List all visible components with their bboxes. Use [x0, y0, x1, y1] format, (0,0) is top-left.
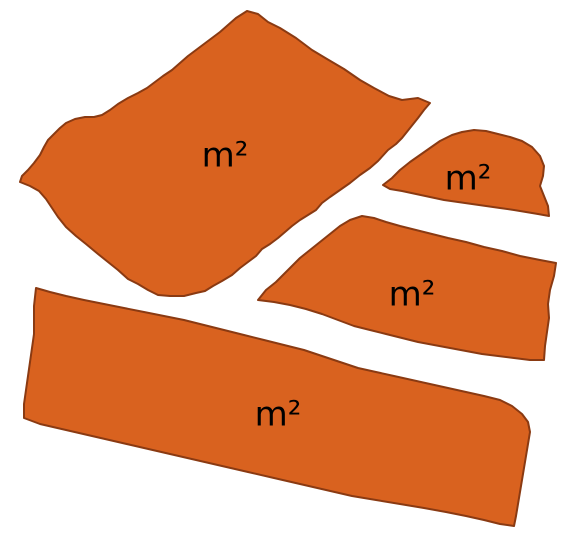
- piece-large-tilted-label: m²: [202, 136, 249, 176]
- piece-small-right-label: m²: [445, 159, 492, 199]
- piece-medium-right: m²: [258, 216, 556, 360]
- piece-long-bottom-label: m²: [255, 395, 302, 435]
- piece-medium-right-label: m²: [389, 275, 436, 315]
- piece-small-right: m²: [383, 130, 549, 216]
